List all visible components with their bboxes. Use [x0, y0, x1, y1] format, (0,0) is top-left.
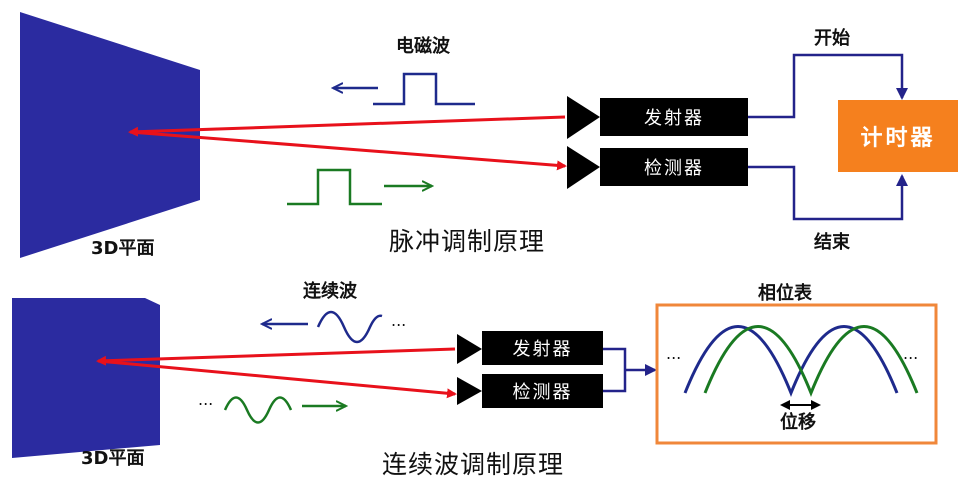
- outgoing-pulse-wave: [373, 72, 475, 106]
- outgoing-ellipsis: ...: [391, 311, 407, 330]
- phase-shift-label: 位移: [780, 412, 816, 433]
- 3d-plane-top: [20, 12, 200, 258]
- detector-triangle-top: [567, 146, 600, 189]
- outgoing-continuous-wave: [316, 310, 383, 344]
- continuous-modulation-title: 连续波调制原理: [382, 450, 565, 479]
- timer-label: 计时器: [860, 126, 936, 151]
- phase-connector: [603, 347, 655, 393]
- emitter-label-top: 发射器: [644, 108, 704, 129]
- phase-meter-label: 相位表: [758, 283, 812, 304]
- reflected-beam-top: [129, 130, 567, 171]
- 3d-plane-bottom: [12, 298, 160, 458]
- emitter-triangle-bottom: [457, 334, 482, 364]
- detector-box-top: 检测器: [600, 148, 748, 186]
- detector-box-bottom: 检测器: [482, 374, 603, 408]
- return-pulse-wave: [287, 168, 382, 206]
- end-connector: [748, 165, 908, 221]
- start-label: 开始: [814, 28, 850, 49]
- phase-right-ellipsis: ...: [903, 344, 919, 363]
- continuous-wave-label: 连续波: [303, 281, 357, 302]
- end-label: 结束: [814, 232, 850, 253]
- phase-wave-blue: [683, 325, 899, 398]
- pulse-modulation-title: 脉冲调制原理: [389, 227, 546, 256]
- detector-triangle-bottom: [457, 377, 482, 405]
- phase-wave-green: [703, 325, 919, 398]
- timer-box: 计时器: [838, 100, 958, 172]
- start-connector: [748, 53, 908, 119]
- emitter-box-bottom: 发射器: [482, 331, 603, 365]
- detector-label-top: 检测器: [644, 158, 704, 179]
- emitter-box-top: 发射器: [600, 98, 748, 136]
- electromagnetic-wave-label: 电磁波: [396, 36, 450, 57]
- return-ellipsis: ...: [198, 390, 214, 409]
- emitted-beam-top: [128, 115, 566, 137]
- 3d-plane-label-top: 3D平面: [91, 238, 155, 259]
- reflected-beam-bottom: [97, 359, 457, 399]
- emitter-triangle-top: [567, 96, 600, 139]
- emitted-beam-bottom: [96, 347, 456, 366]
- 3d-plane-label-bottom: 3D平面: [81, 448, 145, 469]
- detector-label-bottom: 检测器: [512, 382, 573, 403]
- phase-left-ellipsis: ...: [666, 344, 682, 363]
- emitter-label-bottom: 发射器: [512, 339, 573, 360]
- return-continuous-wave: [223, 396, 293, 424]
